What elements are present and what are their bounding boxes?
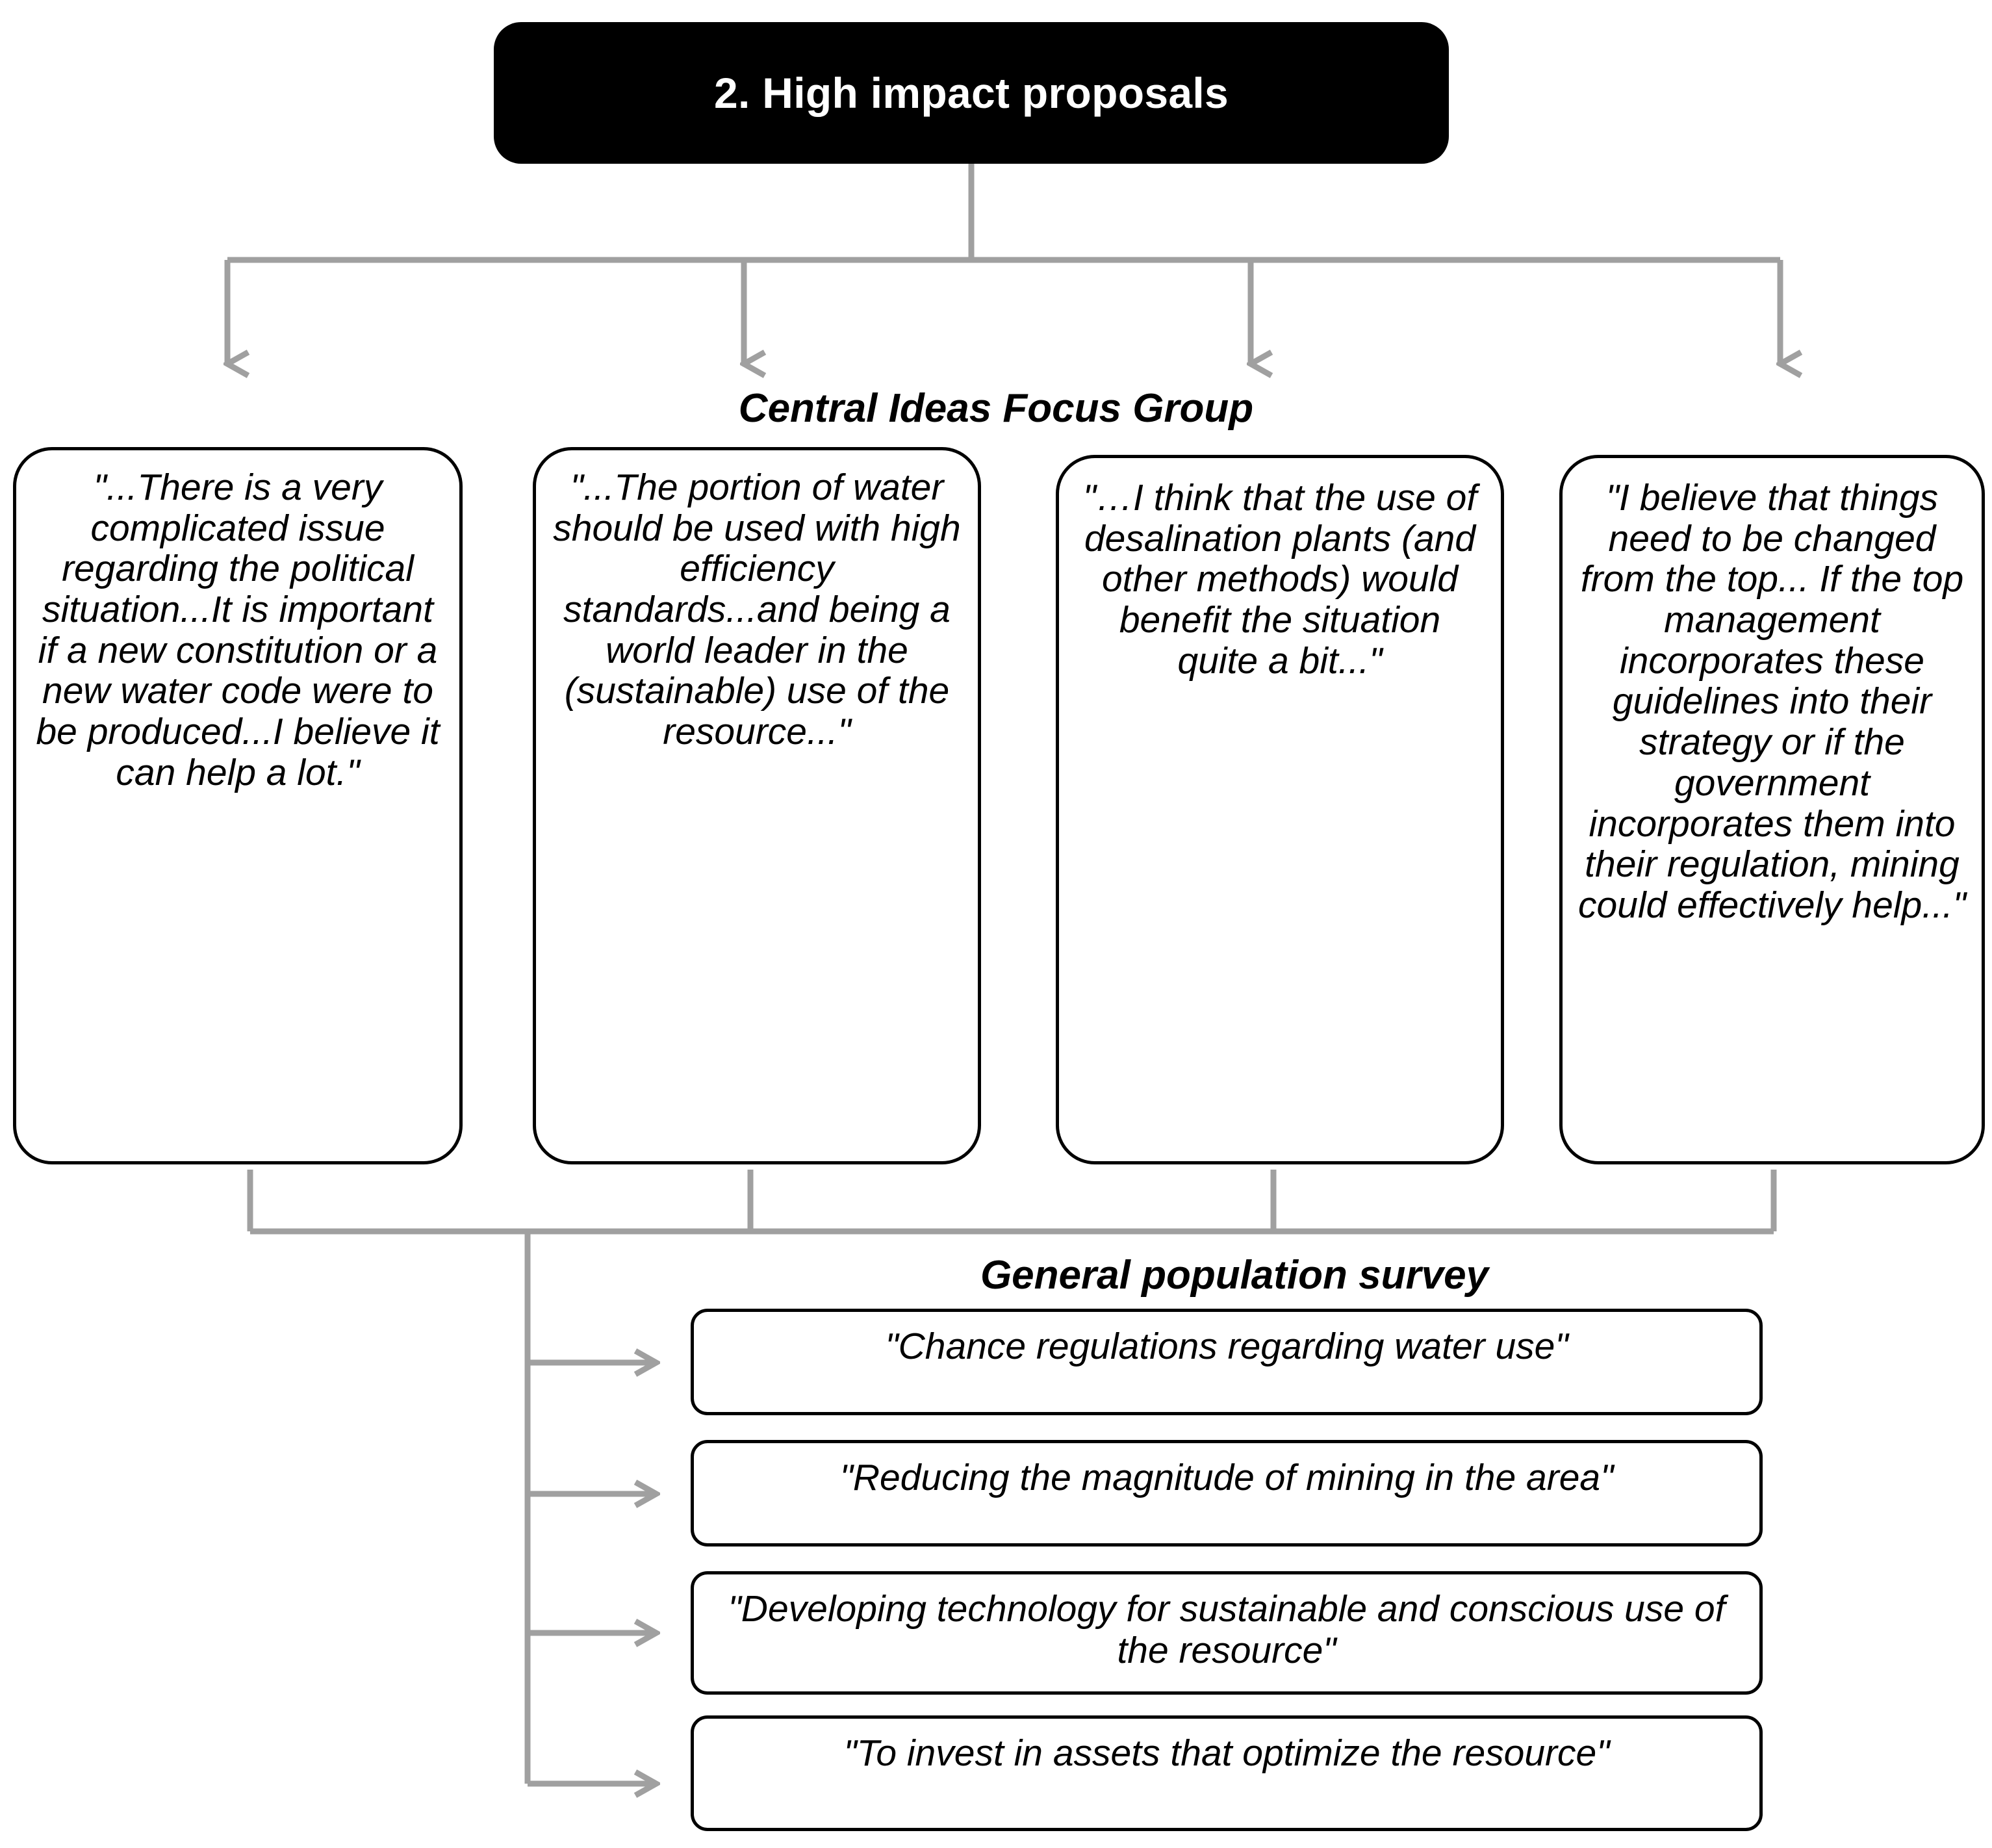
quote-card-4: "I believe that things need to be change… bbox=[1559, 455, 1985, 1164]
survey-card-2: "Reducing the magnitude of mining in the… bbox=[691, 1440, 1763, 1546]
quote-card-4-text: "I believe that things need to be change… bbox=[1578, 477, 1966, 926]
survey-heading: General population survey bbox=[980, 1253, 1489, 1298]
quote-card-1-text: "...There is a very complicated issue re… bbox=[36, 467, 440, 793]
header-title: 2. High impact proposals bbox=[713, 68, 1229, 117]
survey-card-2-text: "Reducing the magnitude of mining in the… bbox=[839, 1457, 1614, 1498]
quote-card-3-text: "…I think that the use of desalination p… bbox=[1082, 477, 1477, 682]
survey-card-3-text: "Developing technology for sustainable a… bbox=[728, 1588, 1726, 1671]
header-banner: 2. High impact proposals bbox=[494, 22, 1449, 164]
survey-card-1: "Chance regulations regarding water use" bbox=[691, 1309, 1763, 1415]
survey-card-1-text: "Chance regulations regarding water use" bbox=[885, 1326, 1568, 1367]
survey-card-4-text: "To invest in assets that optimize the r… bbox=[843, 1732, 1610, 1774]
quote-card-2-text: "...The portion of water should be used … bbox=[553, 467, 961, 753]
survey-card-3: "Developing technology for sustainable a… bbox=[691, 1571, 1763, 1695]
survey-card-4: "To invest in assets that optimize the r… bbox=[691, 1715, 1763, 1831]
focus-group-heading: Central Ideas Focus Group bbox=[738, 386, 1254, 431]
quote-card-2: "...The portion of water should be used … bbox=[533, 447, 981, 1164]
quote-card-3: "…I think that the use of desalination p… bbox=[1056, 455, 1504, 1164]
quote-card-1: "...There is a very complicated issue re… bbox=[13, 447, 463, 1164]
